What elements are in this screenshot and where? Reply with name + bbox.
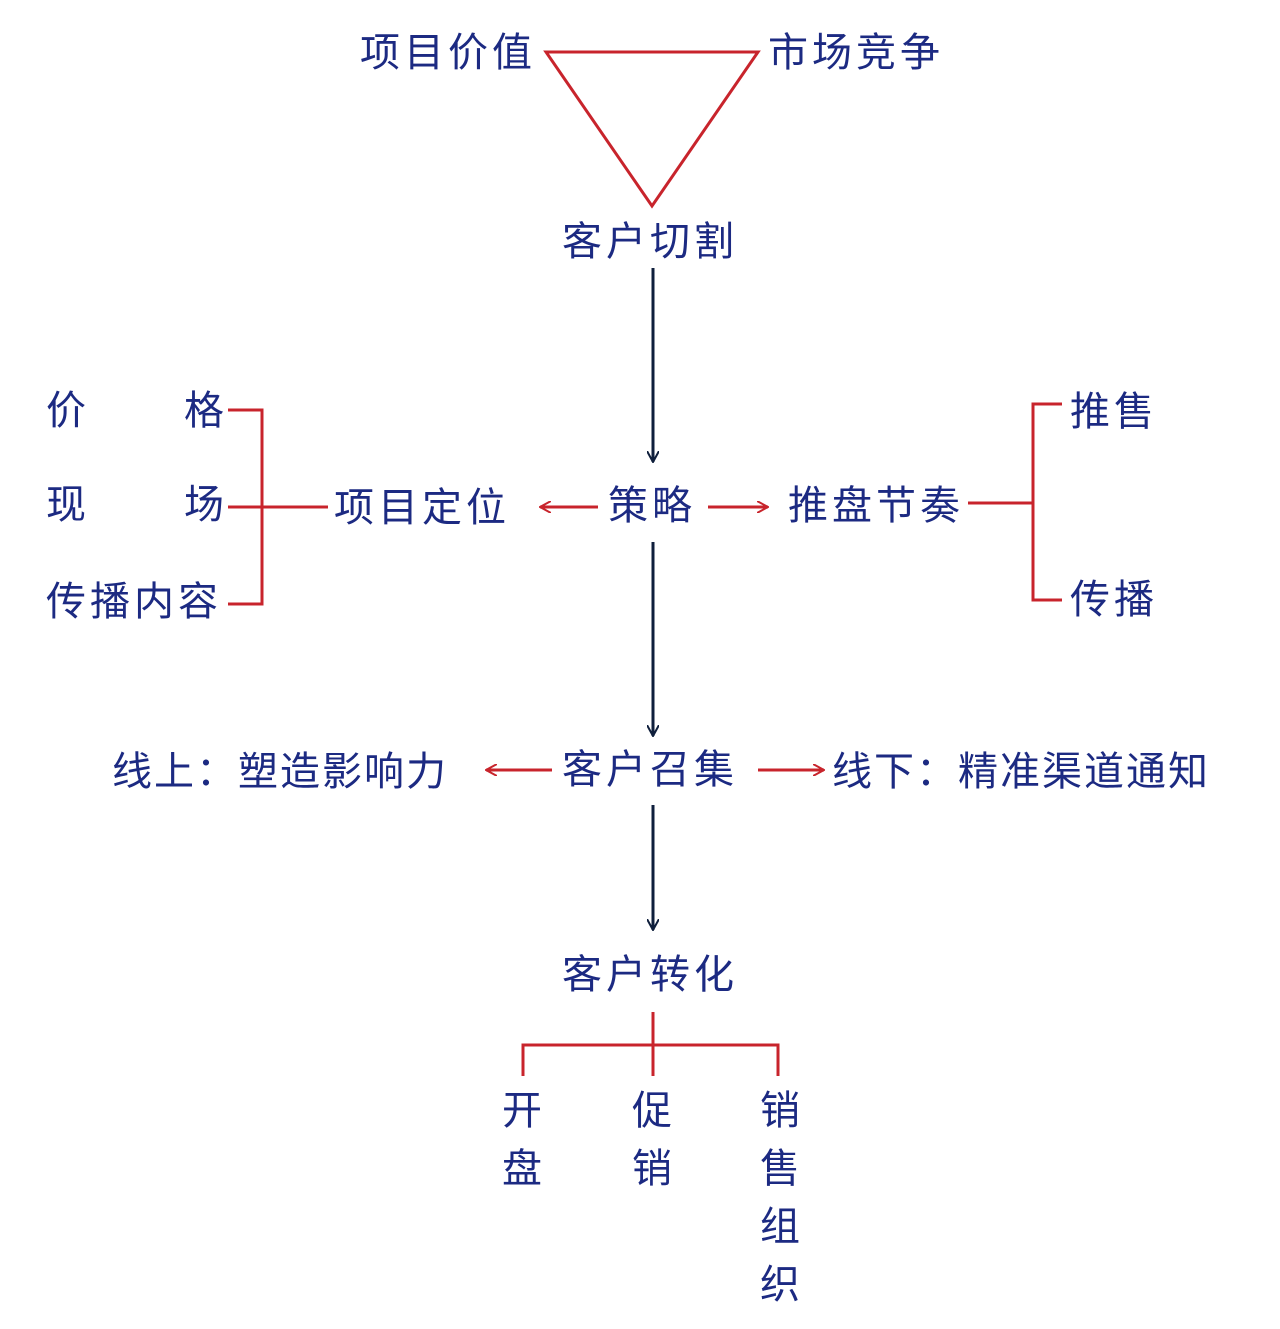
positioning-item-site-a: 现 [46,482,90,528]
value-market-triangle [543,50,761,209]
conversion-item-sales-organization: 销售组织 [760,1088,800,1308]
node-customer-conversion: 客户转化 [562,952,738,998]
rhythm-bracket [1031,402,1062,602]
positioning-item-site-b: 场 [184,482,228,528]
conversion-item-opening: 开盘 [502,1088,542,1192]
node-strategy: 策略 [608,483,696,529]
node-launch-rhythm: 推盘节奏 [788,483,964,529]
positioning-item-content: 传播内容 [46,579,222,625]
positioning-item-price-a: 价 [46,388,90,434]
rhythm-item-promotion: 传播 [1070,577,1158,623]
conversion-item-promotion: 促销 [632,1088,672,1192]
positioning-item-price-b: 格 [184,388,228,434]
node-offline-channels: 线下：精准渠道通知 [832,749,1210,795]
node-market-competition: 市场竞争 [768,30,944,76]
node-customer-segmentation: 客户切割 [562,219,738,265]
node-customer-gathering: 客户召集 [562,747,738,793]
node-project-positioning: 项目定位 [334,485,510,531]
rhythm-item-sales: 推售 [1070,389,1158,435]
node-project-value: 项目价值 [360,30,536,76]
conversion-tree-bar [521,1043,780,1076]
node-online-influence: 线上：塑造影响力 [112,749,448,795]
